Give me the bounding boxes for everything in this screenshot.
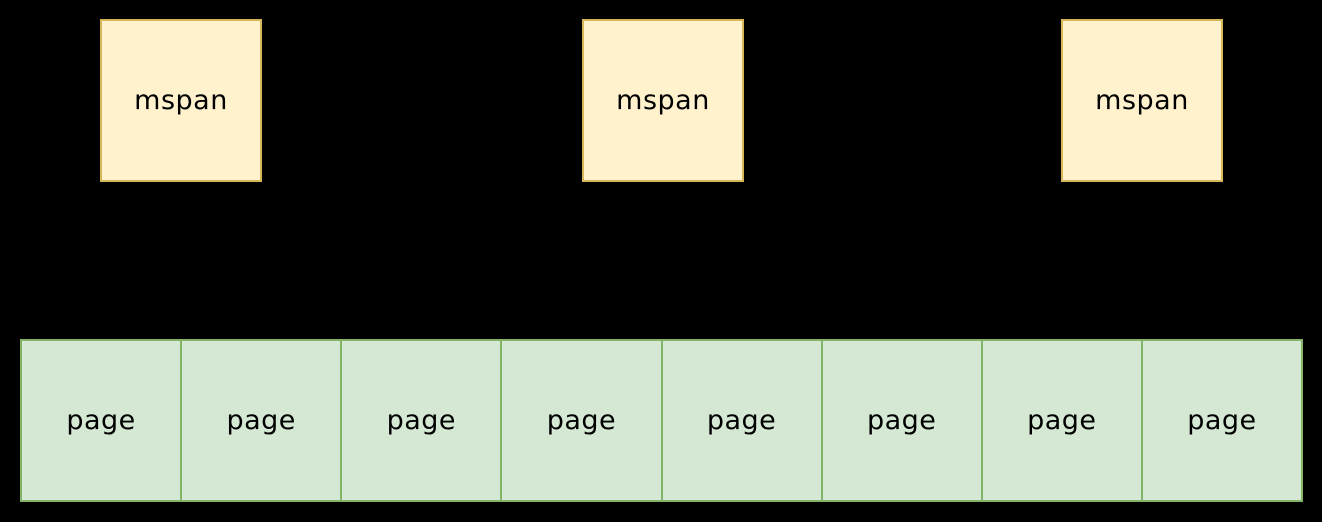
page-row: page page page page page page page page [20,339,1303,502]
mspan-box: mspan [582,19,744,182]
mspan-label: mspan [1095,85,1189,116]
page-label: page [226,405,296,436]
page-cell: page [980,341,1141,500]
mspan-box: mspan [1061,19,1223,182]
page-cell: page [340,341,500,500]
mspan-label: mspan [134,85,228,116]
page-label: page [546,405,617,436]
mspan-label: mspan [616,85,710,116]
page-label: page [706,405,777,436]
page-label: page [1027,405,1097,436]
page-cell: page [500,341,660,500]
page-cell: page [820,341,981,500]
page-label: page [866,405,937,436]
page-cell: page [22,341,180,500]
page-label: page [66,405,136,436]
page-cell: page [180,341,340,500]
page-cell: page [660,341,821,500]
mspan-box: mspan [100,19,262,182]
page-label: page [1187,405,1257,436]
page-cell: page [1140,341,1301,500]
page-label: page [386,405,457,436]
